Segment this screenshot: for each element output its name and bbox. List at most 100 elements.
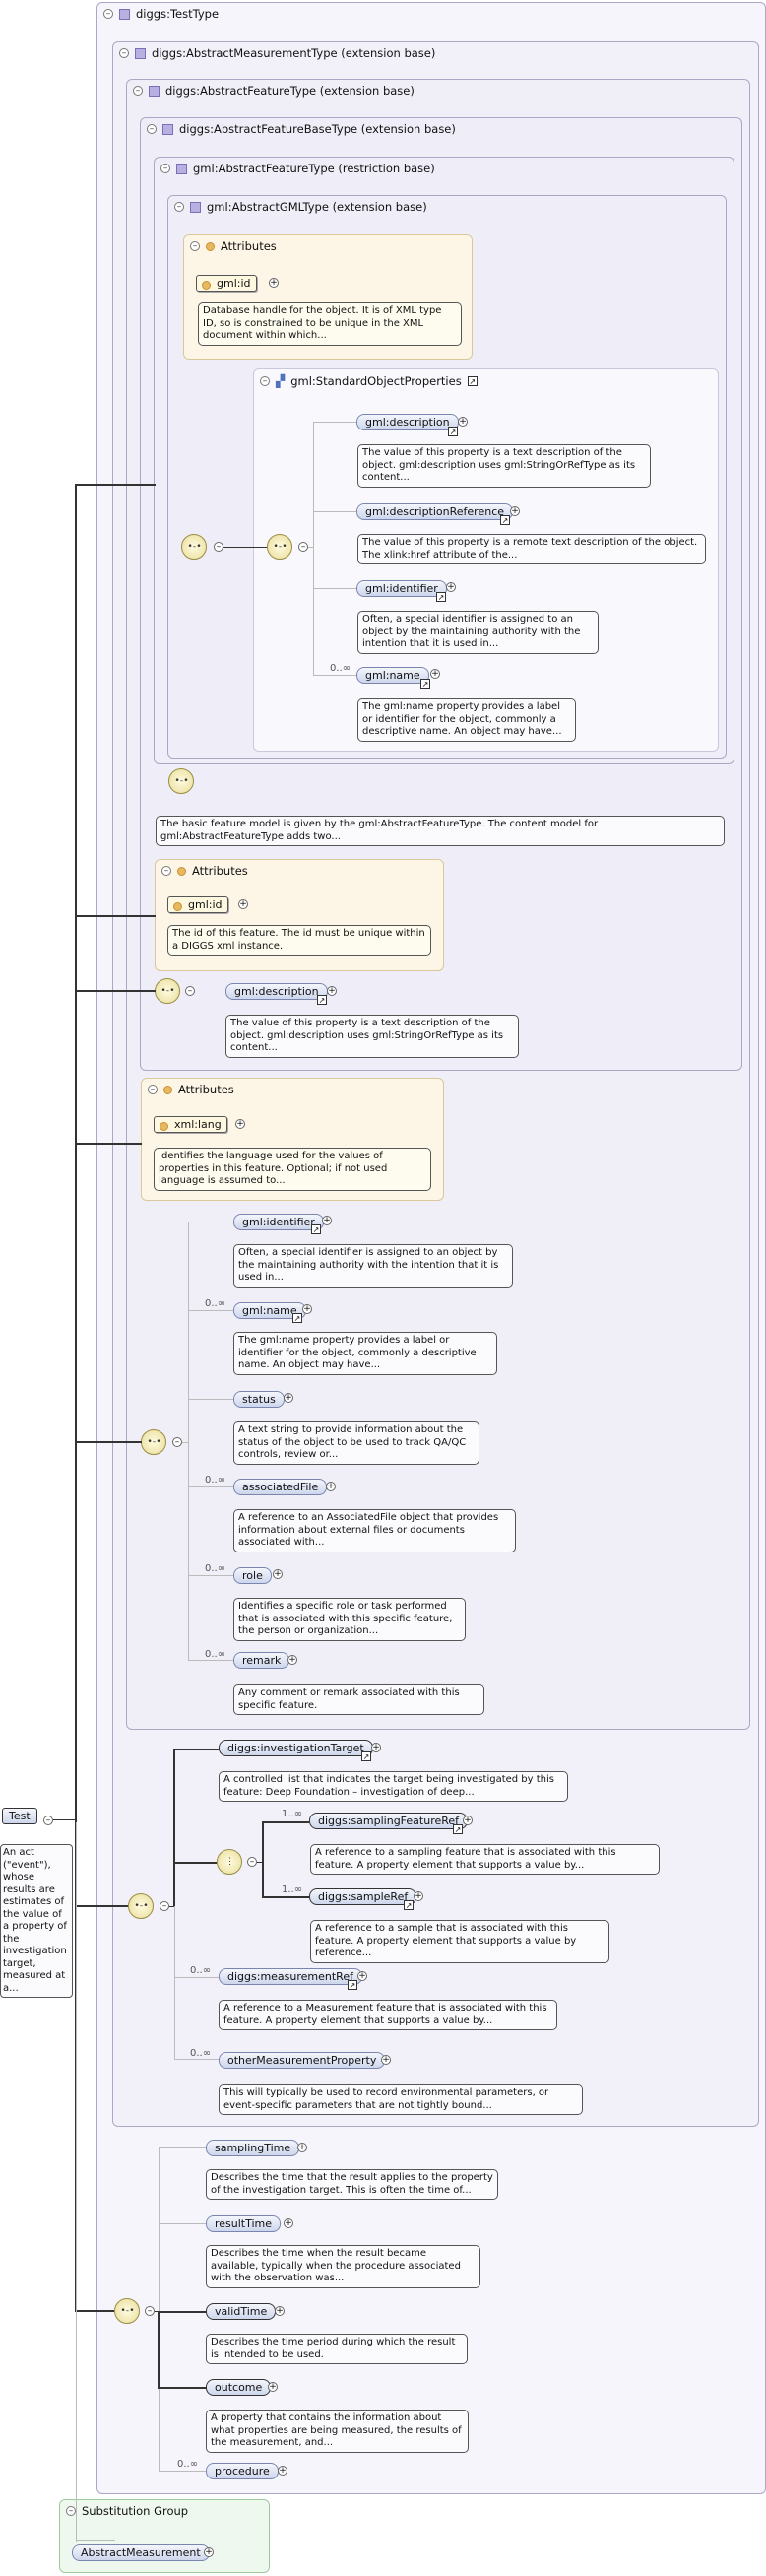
link-arrow-icon[interactable]: ↗ — [453, 1824, 463, 1834]
collapse-toggle-icon[interactable]: – — [119, 48, 129, 58]
expand-plus-icon[interactable]: + — [278, 2466, 287, 2476]
expand-plus-icon[interactable]: + — [357, 1971, 367, 1981]
expand-plus-icon[interactable]: + — [238, 899, 248, 909]
link-arrow-icon[interactable]: ↗ — [404, 1900, 414, 1910]
link-arrow-icon[interactable]: ↗ — [420, 679, 430, 689]
collapse-toggle-icon[interactable]: – — [145, 2306, 155, 2316]
link-arrow-icon[interactable]: ↗ — [311, 1224, 321, 1234]
attributes-label: Attributes — [192, 864, 248, 878]
element-description: A property that contains the information… — [206, 2410, 469, 2453]
element-sample-ref[interactable]: diggs:sampleRef — [309, 1888, 417, 1905]
expand-plus-icon[interactable]: + — [327, 986, 337, 996]
expand-plus-icon[interactable]: + — [284, 2218, 293, 2228]
link-arrow-icon[interactable]: ↗ — [500, 515, 510, 525]
element-investigation-target[interactable]: diggs:investigationTarget — [219, 1740, 373, 1756]
link-arrow-icon[interactable]: ↗ — [448, 427, 458, 436]
sequence-icon: •-• — [181, 534, 207, 560]
element-measurement-ref[interactable]: diggs:measurementRef — [219, 1968, 362, 1985]
collapse-toggle-icon[interactable]: – — [247, 1857, 257, 1867]
attribute-gml-id[interactable]: gml:id — [167, 896, 228, 913]
collapse-toggle-icon[interactable]: – — [185, 986, 195, 996]
expand-plus-icon[interactable]: + — [284, 1393, 293, 1403]
root-element-test[interactable]: Test — [2, 1808, 37, 1824]
expand-plus-icon[interactable]: + — [275, 2306, 285, 2316]
collapse-toggle-icon[interactable]: – — [298, 542, 308, 552]
element-gml-description-reference[interactable]: gml:descriptionReference — [356, 503, 514, 520]
collapse-toggle-icon[interactable]: – — [214, 542, 223, 552]
element-description: Any comment or remark associated with th… — [233, 1684, 484, 1715]
element-gml-description[interactable]: gml:description — [225, 983, 328, 1000]
expand-plus-icon[interactable]: + — [381, 2055, 391, 2065]
collapse-toggle-icon[interactable]: – — [147, 124, 157, 134]
collapse-toggle-icon[interactable]: – — [66, 2506, 76, 2516]
element-gml-identifier[interactable]: gml:identifier — [233, 1214, 324, 1230]
cardinality: 0..∞ — [177, 2459, 199, 2470]
expand-plus-icon[interactable]: + — [297, 2143, 307, 2152]
collapse-toggle-icon[interactable]: – — [174, 202, 184, 212]
element-sampling-feature-ref[interactable]: diggs:samplingFeatureRef — [309, 1813, 469, 1829]
frame-title-gml-abstract-gml: gml:AbstractGMLType (extension base) — [207, 200, 427, 214]
cardinality: 0..∞ — [205, 1649, 226, 1660]
collapse-toggle-icon[interactable]: – — [133, 86, 143, 96]
link-arrow-icon[interactable]: ↗ — [348, 1980, 357, 1990]
element-description: Describes the time that the result appli… — [206, 2169, 498, 2200]
expand-plus-icon[interactable]: + — [235, 1119, 245, 1129]
expand-plus-icon[interactable]: + — [446, 582, 456, 592]
link-arrow-icon[interactable]: ↗ — [467, 376, 478, 386]
element-sampling-time[interactable]: samplingTime — [206, 2140, 300, 2156]
cardinality: 0..∞ — [205, 1563, 226, 1574]
element-role[interactable]: role — [233, 1567, 272, 1584]
expand-plus-icon[interactable]: + — [204, 2547, 214, 2557]
sequence-icon: •-• — [168, 768, 194, 794]
expand-plus-icon[interactable]: + — [326, 1482, 336, 1491]
expand-plus-icon[interactable]: + — [463, 1816, 473, 1825]
expand-plus-icon[interactable]: + — [510, 506, 520, 516]
collapse-toggle-icon[interactable]: – — [190, 241, 200, 251]
expand-plus-icon[interactable]: + — [430, 669, 440, 679]
expand-plus-icon[interactable]: + — [322, 1216, 332, 1225]
element-valid-time[interactable]: validTime — [206, 2303, 277, 2320]
expand-plus-icon[interactable]: + — [302, 1304, 312, 1314]
frame-title-abstract-measurement: diggs:AbstractMeasurementType (extension… — [152, 46, 436, 60]
collapse-toggle-icon[interactable]: – — [103, 9, 113, 19]
expand-plus-icon[interactable]: + — [287, 1655, 297, 1665]
attribute-xml-lang[interactable]: xml:lang — [154, 1116, 227, 1133]
substitution-item[interactable]: AbstractMeasurement — [72, 2544, 210, 2561]
expand-plus-icon[interactable]: + — [269, 278, 279, 288]
element-description: A text string to provide information abo… — [233, 1421, 479, 1465]
frame-title-testtype: diggs:TestType — [136, 7, 220, 21]
element-remark[interactable]: remark — [233, 1652, 290, 1669]
expand-plus-icon[interactable]: + — [458, 417, 468, 427]
element-gml-name[interactable]: gml:name — [356, 667, 429, 684]
link-arrow-icon[interactable]: ↗ — [292, 1313, 302, 1323]
link-arrow-icon[interactable]: ↗ — [317, 995, 327, 1005]
element-procedure[interactable]: procedure — [206, 2463, 279, 2479]
attribute-gml-id[interactable]: gml:id — [196, 275, 257, 292]
element-description: A reference to a sampling feature that i… — [310, 1844, 660, 1875]
attribute-dot-icon — [202, 281, 211, 290]
element-other-measurement-property[interactable]: otherMeasurementProperty — [219, 2052, 386, 2069]
root-collapse-icon[interactable]: – — [43, 1816, 53, 1825]
element-gml-identifier[interactable]: gml:identifier — [356, 580, 447, 597]
element-associated-file[interactable]: associatedFile — [233, 1479, 328, 1495]
type-square-icon — [135, 47, 146, 59]
element-gml-description[interactable]: gml:description — [356, 414, 459, 430]
expand-plus-icon[interactable]: + — [273, 1569, 283, 1579]
collapse-toggle-icon[interactable]: – — [160, 164, 170, 173]
collapse-toggle-icon[interactable]: – — [161, 866, 171, 876]
sequence-icon: •-• — [128, 1893, 154, 1919]
element-gml-name[interactable]: gml:name — [233, 1302, 306, 1319]
element-outcome[interactable]: outcome — [206, 2379, 272, 2396]
element-result-time[interactable]: resultTime — [206, 2215, 282, 2232]
collapse-toggle-icon[interactable]: – — [260, 376, 270, 386]
link-arrow-icon[interactable]: ↗ — [436, 592, 446, 602]
expand-plus-icon[interactable]: + — [268, 2382, 278, 2392]
collapse-toggle-icon[interactable]: – — [148, 1085, 158, 1094]
expand-plus-icon[interactable]: + — [414, 1891, 423, 1901]
type-square-icon — [119, 8, 130, 20]
collapse-toggle-icon[interactable]: – — [160, 1901, 169, 1911]
link-arrow-icon[interactable]: ↗ — [361, 1751, 371, 1761]
expand-plus-icon[interactable]: + — [371, 1743, 381, 1752]
element-status[interactable]: status — [233, 1391, 285, 1408]
collapse-toggle-icon[interactable]: – — [172, 1437, 182, 1447]
